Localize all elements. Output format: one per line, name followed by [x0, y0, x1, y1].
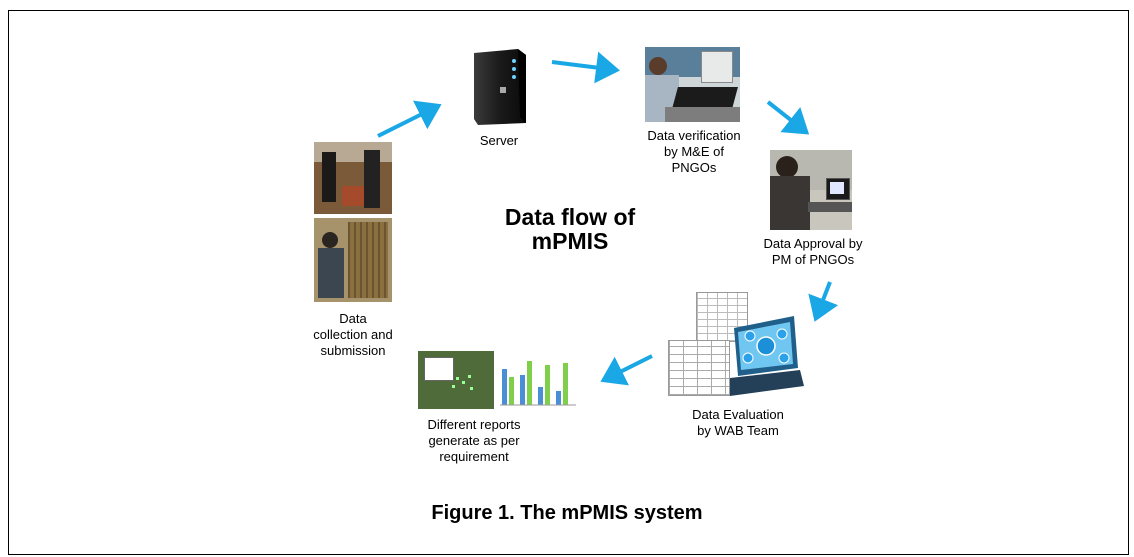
- label-collection: Data collection and submission: [313, 311, 393, 358]
- arrow-evaluation-to-reports: [600, 354, 653, 386]
- arrow-approval-to-evaluation: [808, 281, 839, 322]
- center-title: Data flow of mPMIS: [504, 204, 636, 254]
- label-verification: Data verification by M&E of PNGOs: [647, 128, 741, 175]
- figure-frame: [8, 10, 1129, 555]
- arrow-collection-to-server: [377, 100, 442, 138]
- arrow-server-to-verification: [551, 51, 620, 84]
- arrow-verification-to-approval: [766, 100, 810, 135]
- label-server: Server: [479, 133, 519, 148]
- label-reports: Different reports generate as per requir…: [427, 417, 521, 464]
- person-at-computer-photo: [770, 150, 852, 230]
- server-tower-icon: [474, 49, 526, 125]
- map-and-bar-chart-icon: [418, 347, 578, 413]
- tables-and-laptop-network-icon: [668, 290, 808, 402]
- label-approval: Data Approval by PM of PNGOs: [763, 236, 863, 267]
- person-at-laptop-photo: [645, 47, 740, 122]
- field-photos: [314, 142, 392, 302]
- label-evaluation: Data Evaluation by WAB Team: [692, 407, 784, 438]
- figure-caption: Figure 1. The mPMIS system: [431, 502, 703, 524]
